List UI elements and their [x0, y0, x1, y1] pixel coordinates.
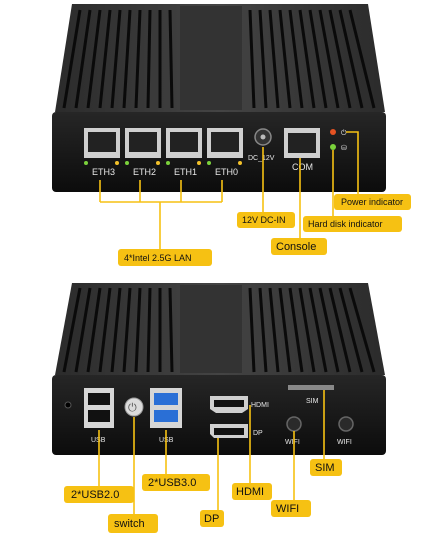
svg-text:SIM: SIM [315, 462, 335, 474]
front-fins [62, 9, 376, 109]
sim-label: SIM [306, 398, 319, 405]
svg-text:2*USB2.0: 2*USB2.0 [71, 489, 119, 501]
rj45-port-eth3 [84, 128, 120, 165]
power-switch-icon [124, 397, 144, 417]
svg-text:Console: Console [276, 241, 316, 253]
callout-switch: switch [108, 514, 158, 533]
callout-usb3: 2*USB3.0 [142, 474, 210, 491]
callout-dp: DP [200, 510, 224, 527]
callout-sim: SIM [310, 459, 342, 476]
callout-dc-in: 12V DC-IN [237, 212, 295, 228]
svg-text:⛁: ⛁ [341, 144, 347, 152]
usb2-ports [84, 388, 114, 428]
back-panel [52, 375, 386, 455]
eth0-label: ETH0 [215, 167, 238, 177]
svg-text:HDMI: HDMI [236, 486, 264, 498]
svg-text:⏻: ⏻ [128, 401, 137, 414]
rj45-port-eth2 [125, 128, 161, 165]
svg-text:Hard disk indicator: Hard disk indicator [308, 219, 383, 229]
back-fins [62, 287, 376, 373]
reset-hole-icon [64, 401, 72, 409]
callout-hdd-indicator: Hard disk indicator [303, 216, 402, 232]
rj45-port-eth0 [207, 128, 243, 165]
svg-text:Power indicator: Power indicator [341, 197, 403, 207]
callout-power-indicator: Power indicator [334, 194, 411, 210]
wifi-antenna-icon [338, 416, 354, 432]
wifi-label-right: WIFI [337, 439, 352, 446]
hdmi-label: HDMI [251, 402, 269, 409]
svg-text:⏻: ⏻ [341, 129, 347, 137]
callout-console: Console [271, 238, 327, 255]
back-device: USB ⏻ USB HDMI DP SIM WIFI WIFI [52, 283, 386, 455]
eth2-label: ETH2 [133, 167, 156, 177]
front-device: ETH3 ETH2 ETH1 ETH0 DC_12V COM ⏻ ⛁ [52, 4, 386, 192]
eth3-label: ETH3 [92, 167, 115, 177]
power-led-icon [330, 129, 336, 135]
usb3-ports [150, 388, 182, 428]
hdd-led-icon [330, 144, 336, 150]
dc-label: DC_12V [248, 155, 275, 162]
svg-text:4*Intel 2.5G LAN: 4*Intel 2.5G LAN [124, 253, 192, 263]
svg-text:2*USB3.0: 2*USB3.0 [148, 477, 196, 489]
svg-text:WIFI: WIFI [276, 503, 299, 515]
dp-label: DP [253, 430, 263, 437]
back-center-channel [180, 285, 242, 373]
sim-slot [288, 385, 334, 390]
callout-lan: 4*Intel 2.5G LAN [118, 249, 212, 266]
front-center-channel [180, 6, 242, 110]
front-leads [99, 131, 359, 252]
rj45-port-eth1 [166, 128, 202, 165]
eth1-label: ETH1 [174, 167, 197, 177]
com-label: COM [292, 162, 313, 172]
wifi-antenna-icon [286, 416, 302, 432]
callout-wifi: WIFI [271, 500, 311, 517]
callout-hdmi: HDMI [232, 483, 272, 500]
wifi-label-left: WIFI [285, 439, 300, 446]
svg-text:switch: switch [114, 518, 145, 530]
svg-text:DP: DP [204, 513, 219, 525]
callout-usb2: 2*USB2.0 [64, 486, 134, 503]
svg-text:12V DC-IN: 12V DC-IN [242, 215, 286, 225]
